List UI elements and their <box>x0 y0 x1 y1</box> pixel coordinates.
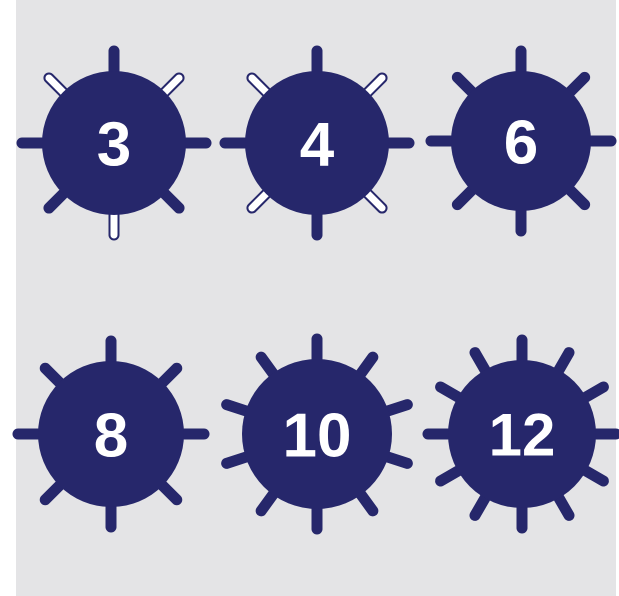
badge-number: 8 <box>94 401 128 470</box>
badge-number: 6 <box>504 108 538 177</box>
badge-number: 4 <box>300 110 335 179</box>
badge-number: 10 <box>283 401 352 470</box>
badge-4: 4 <box>225 51 409 235</box>
badge-3: 3 <box>22 51 206 235</box>
badge-8: 8 <box>18 341 204 527</box>
badge-6: 6 <box>431 51 611 231</box>
badge-number: 3 <box>97 110 131 179</box>
badge-number: 12 <box>489 402 556 469</box>
